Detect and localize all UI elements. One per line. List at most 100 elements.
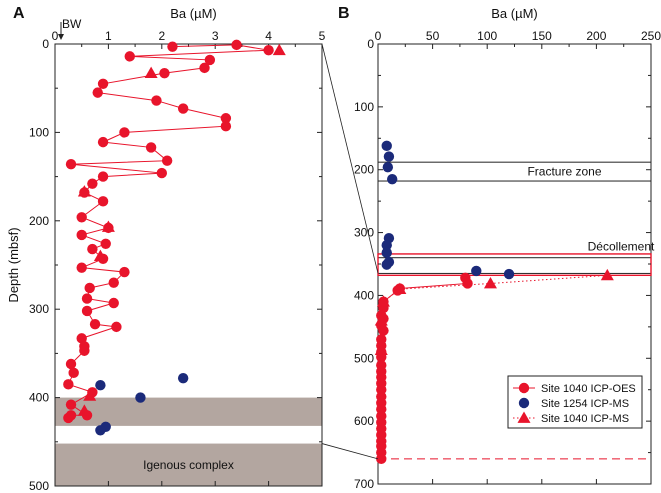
data-point [177, 372, 189, 384]
data-point [87, 178, 98, 189]
x-tick-label: 50 [426, 29, 440, 43]
shaded-band [55, 443, 322, 486]
x-tick-label: 0 [52, 29, 59, 43]
data-point [199, 62, 210, 74]
data-point [381, 239, 392, 251]
x-tick-label: 150 [532, 29, 552, 43]
y-tick-label: 200 [29, 214, 49, 228]
data-point [124, 51, 135, 62]
connector-lines [321, 43, 379, 460]
data-point [374, 343, 388, 355]
y-tick-label: 400 [29, 391, 49, 405]
y-tick-label: 300 [354, 226, 374, 240]
y-tick-label: 500 [29, 479, 49, 493]
data-point [76, 212, 87, 223]
legend-marker [517, 411, 531, 423]
zoom-connector [321, 443, 379, 460]
data-point [65, 358, 77, 370]
data-point [87, 243, 98, 255]
data-point [111, 321, 122, 333]
data-point [393, 282, 407, 295]
data-point [376, 295, 390, 307]
x-tick-label: 5 [319, 29, 326, 43]
data-point [95, 380, 106, 391]
legend-label: Site 1254 ICP-MS [541, 398, 629, 410]
data-point [382, 162, 394, 173]
data-point [108, 297, 119, 309]
data-point [144, 66, 158, 79]
x-tick-label: 200 [586, 29, 606, 43]
shaded-band [55, 397, 322, 426]
x-axis-title: Ba (µM) [491, 6, 538, 21]
legend: Site 1040 ICP-OES Site 1254 ICP-MS Site 10… [507, 375, 643, 429]
data-point [156, 167, 167, 179]
data-point [374, 314, 388, 326]
x-tick-label: 2 [158, 29, 165, 43]
data-point [145, 142, 157, 153]
data-point [381, 247, 392, 258]
series-line [67, 44, 269, 419]
data-point [386, 173, 398, 185]
bw-label: BW [62, 17, 82, 31]
x-axis-title: Ba (µM) [170, 6, 217, 21]
decollement-label: Décollement [588, 240, 655, 254]
data-point [383, 151, 395, 162]
data-point [108, 277, 119, 288]
fracture-zone-label: Fracture zone [527, 165, 601, 179]
panel-label-b: B [338, 5, 350, 22]
y-tick-label: 200 [354, 163, 374, 177]
data-point [471, 265, 482, 277]
data-point [77, 185, 91, 197]
data-point [81, 293, 93, 304]
data-point [220, 121, 232, 132]
data-point [381, 259, 392, 270]
data-point [177, 103, 189, 114]
data-point [63, 412, 74, 424]
data-point [220, 113, 232, 124]
series-line [380, 277, 469, 459]
x-tick-label: 4 [265, 29, 272, 43]
data-point [167, 41, 178, 52]
data-point [97, 171, 109, 182]
data-point [483, 276, 497, 289]
y-tick-label: 0 [367, 37, 374, 51]
data-point [65, 399, 77, 410]
zone-box [377, 257, 652, 274]
data-point [95, 425, 106, 436]
data-point [381, 140, 392, 152]
data-point [81, 305, 93, 317]
data-point [93, 249, 107, 262]
y-tick-label: 0 [42, 37, 49, 51]
data-point [97, 196, 109, 207]
legend-label: Site 1040 ICP-OES [541, 383, 636, 395]
igneous-complex-label: Igenous complex [143, 458, 234, 472]
data-point [119, 266, 130, 278]
y-tick-label: 700 [354, 477, 374, 491]
data-point [161, 155, 173, 166]
data-point [76, 229, 87, 241]
data-point [376, 453, 387, 465]
legend-label: Site 1040 ICP-MS [541, 413, 629, 425]
x-tick-label: 0 [375, 29, 382, 43]
data-point [135, 392, 146, 403]
data-point [76, 333, 87, 344]
y-tick-label: 100 [354, 100, 374, 114]
data-point [101, 220, 115, 232]
data-point [600, 268, 614, 281]
x-tick-label: 100 [477, 29, 497, 43]
data-point [119, 127, 130, 138]
bw-arrow-head [58, 34, 64, 40]
series-line [380, 274, 608, 351]
data-point [77, 404, 91, 416]
data-point [462, 278, 473, 289]
data-point [378, 325, 389, 336]
y-tick-label: 300 [29, 302, 49, 316]
legend-marker [518, 397, 530, 409]
y-tick-label: 400 [354, 288, 374, 302]
data-point [263, 44, 274, 56]
x-tick-label: 250 [641, 29, 661, 43]
data-point [97, 136, 109, 148]
data-point [151, 95, 162, 106]
data-point [92, 87, 103, 98]
